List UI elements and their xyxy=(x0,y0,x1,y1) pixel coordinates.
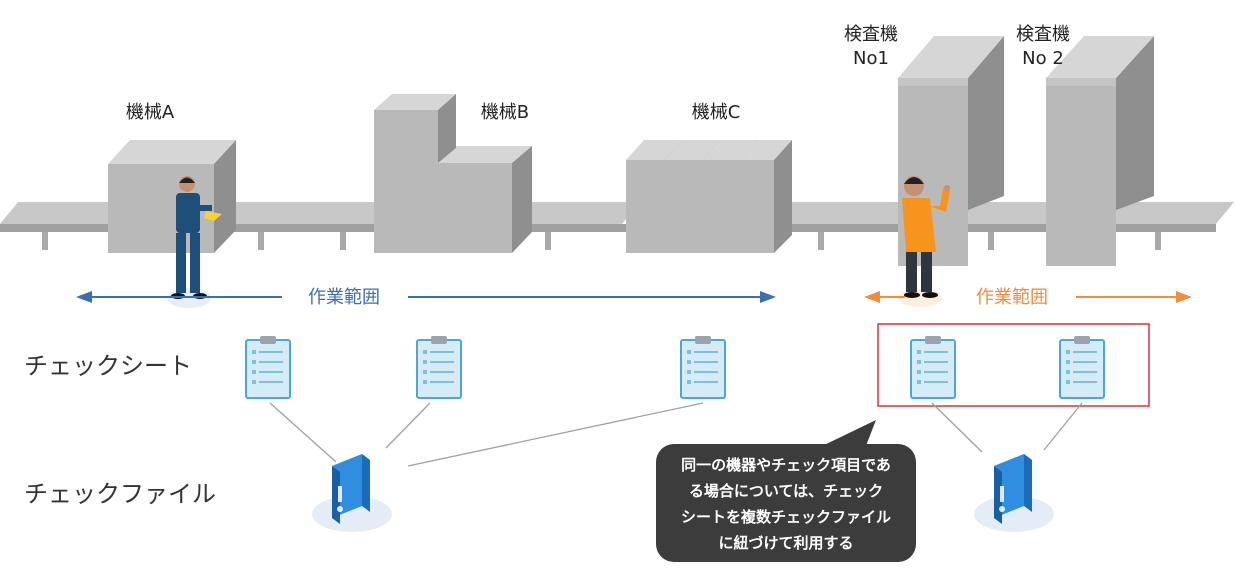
check-sheet-icon xyxy=(416,336,462,399)
callout-line-4: に紐づけて利用する xyxy=(718,534,853,552)
callout-line-3: シートを複数チェックファイル xyxy=(681,508,891,526)
machine-c xyxy=(626,140,792,253)
conveyor-right xyxy=(772,202,1234,250)
check-sheet-icon xyxy=(1059,336,1105,399)
check-file-icon xyxy=(312,454,392,532)
inspection-2-number: No 2 xyxy=(1022,48,1064,69)
work-range-right xyxy=(864,291,1192,303)
machine-a-label: 機械A xyxy=(126,102,175,123)
check-sheet-icon xyxy=(910,336,956,399)
work-range-right-label: 作業範囲 xyxy=(976,287,1048,308)
callout-bubble: 同一の機器やチェック項目であ る場合については、チェック シートを複数チェックフ… xyxy=(656,420,916,562)
check-sheet-icon xyxy=(245,336,291,399)
inspection-2-label: 検査機 xyxy=(1016,24,1070,45)
machine-a xyxy=(108,140,236,253)
connector-lines xyxy=(269,402,1083,467)
worker-right xyxy=(898,176,950,307)
check-file-icon xyxy=(974,454,1054,532)
callout-line-2: る場合については、チェック xyxy=(689,482,883,500)
work-range-left xyxy=(76,291,776,303)
work-range-left-label: 作業範囲 xyxy=(308,287,380,308)
machine-b-label: 機械B xyxy=(481,102,529,123)
callout-line-1: 同一の機器やチェック項目であ xyxy=(681,456,891,474)
machine-c-label: 機械C xyxy=(692,102,741,123)
check-sheet-icon xyxy=(680,336,726,399)
inspection-1-label: 検査機 xyxy=(844,24,898,45)
machine-b xyxy=(374,94,532,253)
shared-sheet-highlight-box xyxy=(877,323,1150,407)
check-sheet-row-label: チェックシート xyxy=(24,352,192,380)
conveyor-middle xyxy=(508,202,640,250)
inspection-machine-2 xyxy=(1046,36,1154,266)
inspection-1-number: No1 xyxy=(853,48,889,69)
check-file-row-label: チェックファイル xyxy=(24,480,216,508)
